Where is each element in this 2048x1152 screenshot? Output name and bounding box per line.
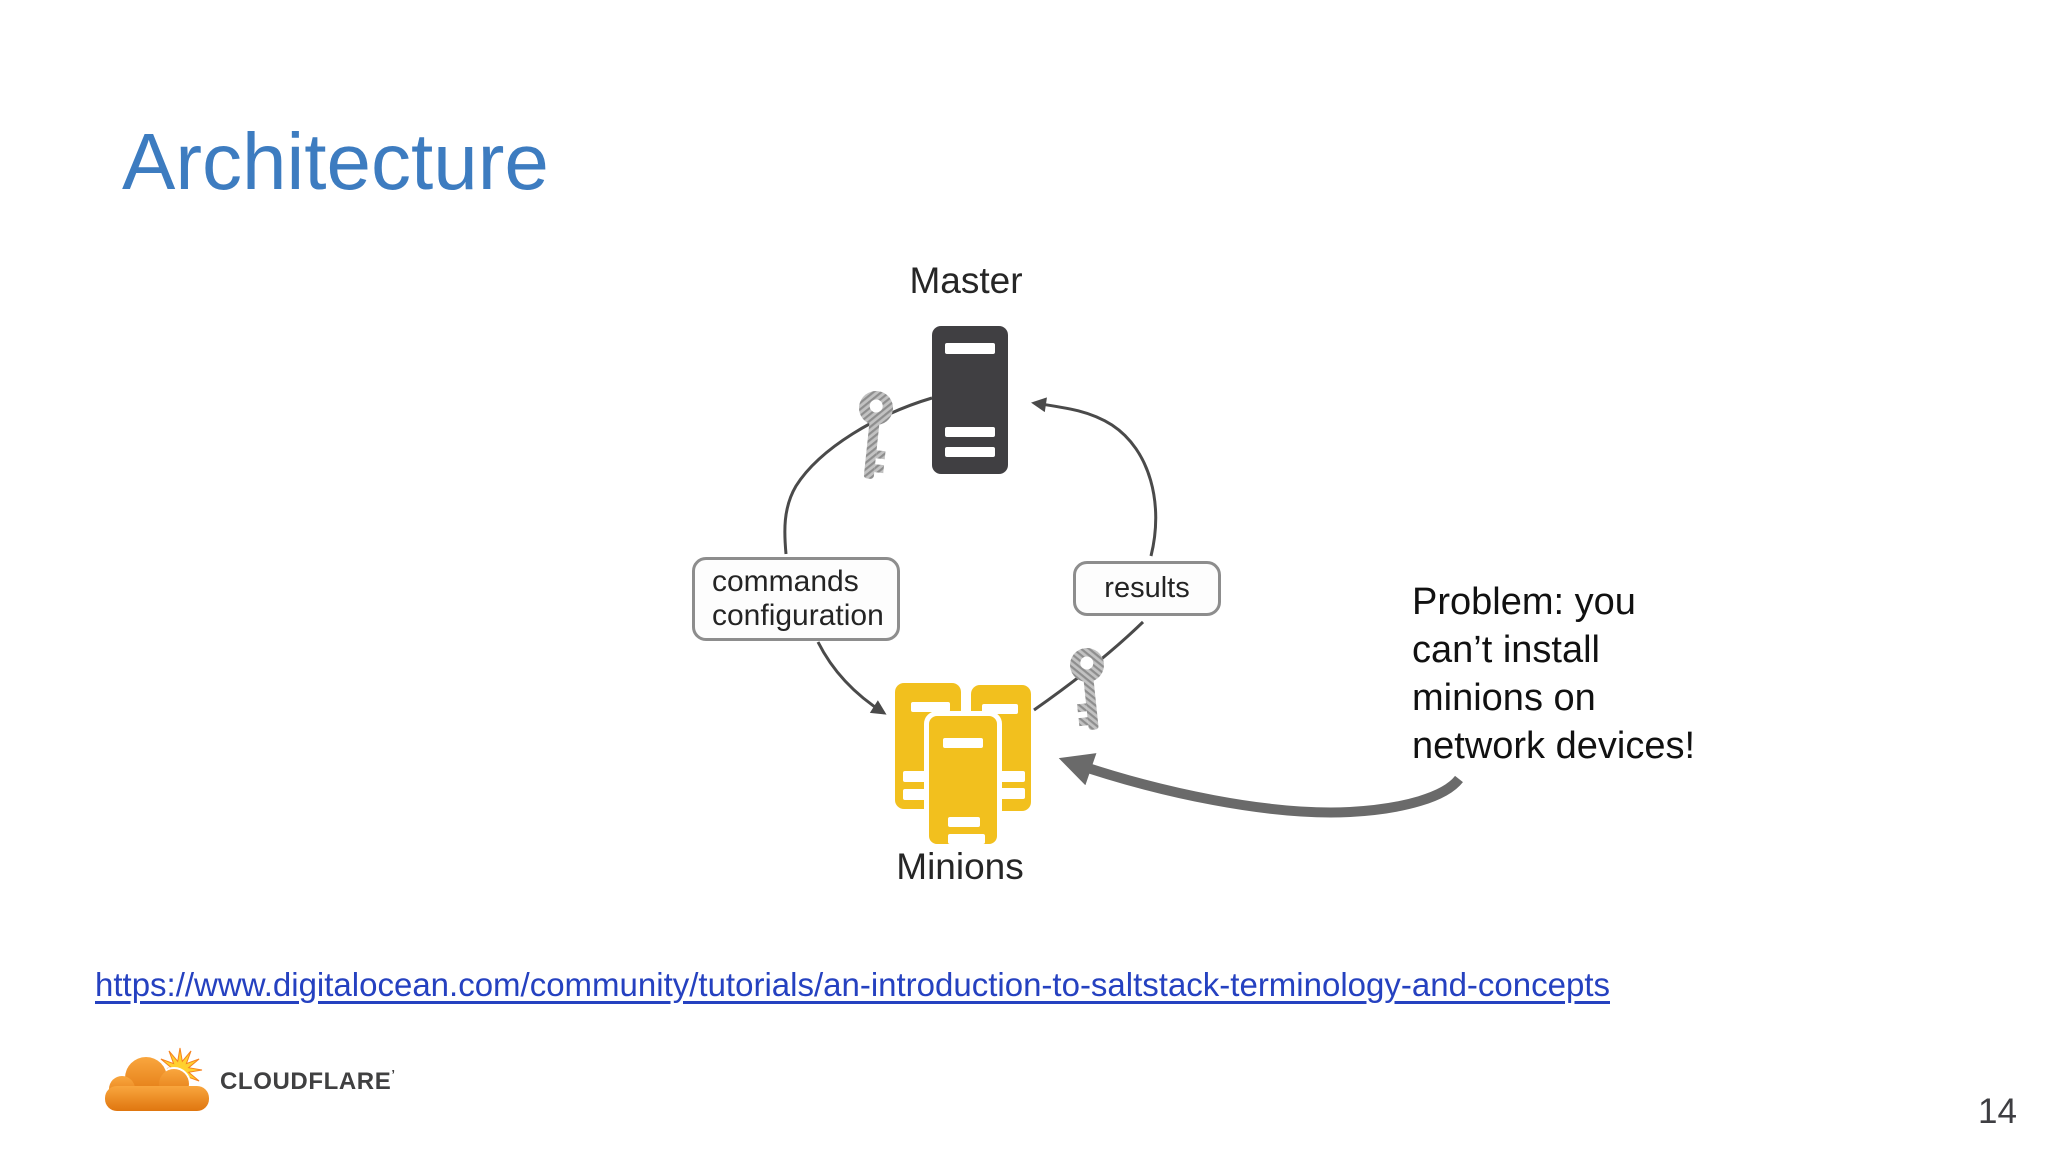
arrow-commands-to-minions: [816, 641, 887, 715]
problem-line: can’t install: [1412, 629, 1600, 671]
master-label: Master: [909, 260, 1023, 301]
arc-master-to-commands: [783, 396, 933, 555]
source-link[interactable]: https://www.digitalocean.com/community/t…: [95, 966, 1610, 1003]
key-icon: [859, 391, 893, 479]
trademark-tick: ’: [391, 1067, 396, 1082]
problem-line: network devices!: [1412, 725, 1696, 767]
configuration-label: configuration: [712, 599, 884, 632]
server-slot-bar: [945, 343, 995, 354]
page-title: Architecture: [122, 117, 549, 206]
cloudflare-wordmark: CLOUDFLARE’: [220, 1067, 396, 1095]
server-slot-bar: [911, 702, 950, 712]
server-slot-bar: [945, 447, 995, 457]
commands-configuration-box: commands configuration: [692, 557, 900, 641]
problem-line: Problem: you: [1412, 581, 1636, 623]
results-label: results: [1104, 572, 1190, 604]
problem-line: minions on: [1412, 677, 1596, 719]
minions-label: Minions: [896, 846, 1024, 887]
server-slot-bar: [982, 704, 1018, 714]
results-box: results: [1073, 561, 1221, 616]
cloud-icon: [103, 1055, 211, 1113]
server-slot-bar: [945, 427, 995, 437]
arrow-results-to-master: [1031, 397, 1158, 557]
cloudflare-logo: [103, 1047, 211, 1113]
line-minions-to-results: [1033, 620, 1145, 712]
server-slot-bar: [948, 817, 980, 827]
swoosh-arrow: [1058, 753, 1463, 818]
problem-text: Problem: you can’t install minions on ne…: [1412, 578, 1695, 770]
server-slot-bar: [995, 788, 1025, 799]
minion-server-icon: [924, 711, 1002, 849]
page-number: 14: [1978, 1092, 2017, 1131]
master-server-icon: [932, 326, 1008, 474]
key-icon: [1070, 648, 1104, 730]
server-slot-bar: [948, 834, 985, 844]
server-slot-bar: [943, 738, 983, 748]
commands-label: commands: [712, 565, 859, 598]
server-slot-bar: [995, 771, 1025, 782]
